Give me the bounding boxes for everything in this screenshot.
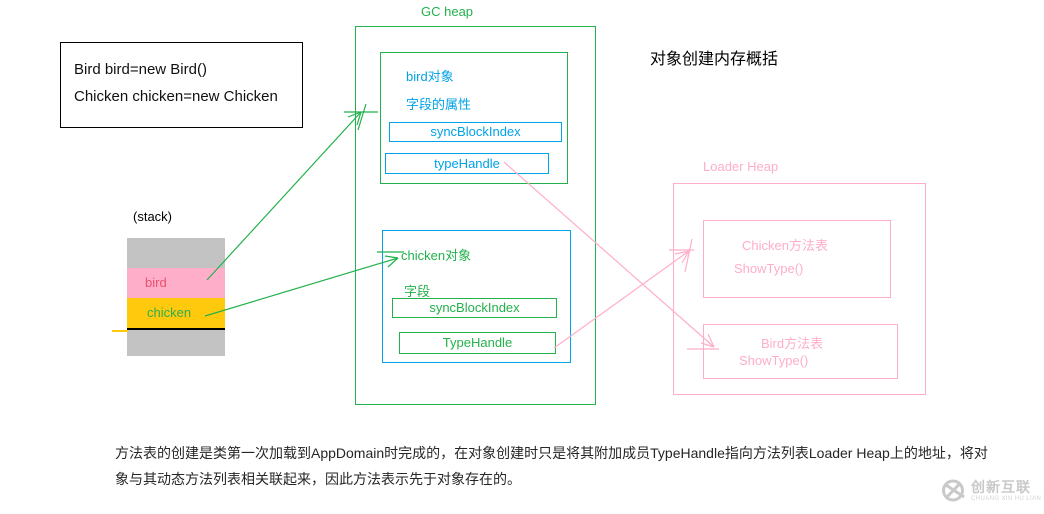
arrow-bird-to-heap (206, 103, 378, 281)
loader-heap-box: Chicken方法表 ShowType() Bird方法表 ShowType() (673, 183, 926, 395)
stack-base-tick (112, 330, 128, 332)
chicken-method-table-title: Chicken方法表 (742, 238, 828, 253)
watermark-name: 创新互联 (971, 478, 1031, 495)
stack-cell-empty-top (127, 238, 225, 268)
code-box: Bird bird=new Bird() Chicken chicken=new… (60, 42, 303, 128)
watermark-logo: 创新互联 CHUANG XIN HU LIAN (941, 477, 1041, 504)
watermark-subtext: CHUANG XIN HU LIAN (971, 495, 1042, 502)
stack-label: (stack) (133, 209, 172, 224)
footer-text-line2: 象与其动态方法列表相关联起来，因此方法表示先于对象存在的。 (115, 471, 521, 487)
code-line-bird: Bird bird=new Bird() (74, 61, 207, 78)
chicken-object-fields-label: 字段 (404, 284, 431, 299)
stack-cell-empty-bottom (127, 330, 225, 356)
watermark-text: 创新互联 CHUANG XIN HU LIAN (971, 480, 1041, 502)
bird-syncblockindex-cell: syncBlockIndex (389, 122, 562, 142)
code-lines: Bird bird=new Bird() Chicken chicken=new… (74, 56, 278, 110)
page-title: 对象创建内存概括 (650, 51, 779, 68)
bird-object-box: bird对象 字段的属性 syncBlockIndex typeHandle (380, 52, 568, 184)
chicken-typehandle-cell: TypeHandle (399, 332, 556, 354)
bird-method-table-box: Bird方法表 ShowType() (703, 324, 898, 379)
chicken-method-table-box: Chicken方法表 ShowType() (703, 220, 891, 298)
bird-typehandle-cell: typeHandle (385, 153, 549, 174)
code-line-chicken: Chicken chicken=new Chicken (74, 88, 278, 105)
stack-column: bird chicken (127, 238, 225, 356)
bird-showtype-method: ShowType() (739, 353, 809, 368)
bird-method-table-title: Bird方法表 (761, 336, 824, 351)
stack-cell-bird: bird (127, 268, 225, 298)
bird-object-fields-label: 字段的属性 (406, 97, 472, 112)
chicken-object-box: chicken对象 字段 syncBlockIndex TypeHandle (382, 230, 571, 363)
bird-object-title: bird对象 (406, 69, 454, 84)
chicken-syncblockindex-cell: syncBlockIndex (392, 298, 557, 318)
footer-text-line1: 方法表的创建是类第一次加载到AppDomain时完成的，在对象创建时只是将其附加… (115, 445, 988, 461)
chicken-object-title: chicken对象 (401, 248, 472, 263)
stack-cell-chicken: chicken (127, 298, 225, 330)
watermark-circle-x-icon (942, 479, 965, 502)
loader-heap-label: Loader Heap (703, 159, 779, 174)
chicken-showtype-method: ShowType() (734, 261, 804, 276)
gc-heap-label: GC heap (421, 4, 474, 19)
